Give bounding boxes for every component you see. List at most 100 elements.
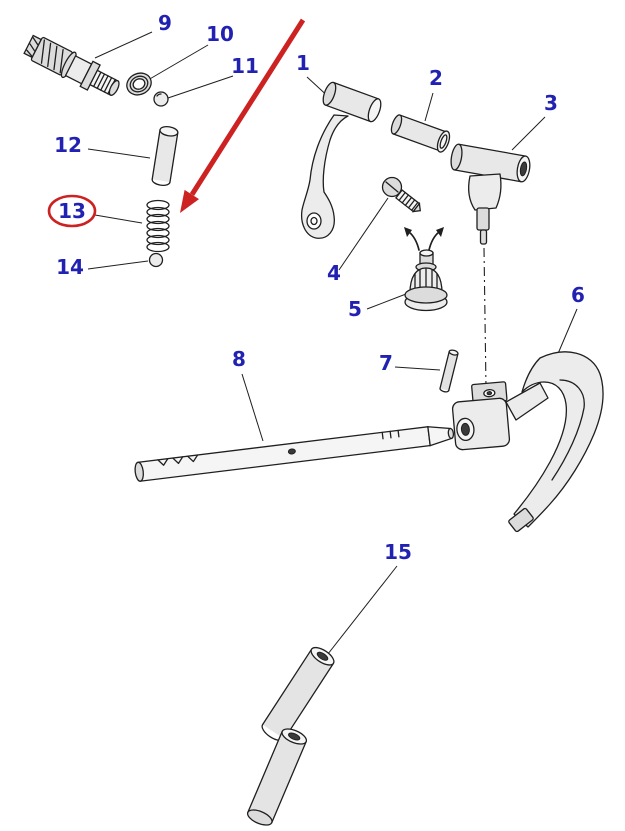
- part-5-detent-plunger: [404, 249, 448, 312]
- leader-line-7: [394, 366, 441, 371]
- motion-arrows: [404, 227, 444, 251]
- leader-line-3: [511, 116, 546, 151]
- part-label-13: 13: [58, 199, 86, 223]
- lever-foot-hole-inner: [310, 216, 318, 226]
- tube-body: [262, 649, 334, 739]
- part-label-11: 11: [231, 54, 259, 78]
- screw-slot: [385, 181, 399, 193]
- part-6-selector-fork: [451, 351, 604, 533]
- callout-arrow: [180, 18, 306, 213]
- washer-bore: [132, 78, 146, 90]
- leader-line-2: [424, 92, 434, 122]
- rail-left-cap: [134, 461, 144, 482]
- motion-arrow-right-head: [436, 227, 444, 237]
- part-1-gear-lever: [300, 81, 382, 239]
- boss-bore-hole: [460, 422, 470, 436]
- part-label-3: 3: [544, 91, 558, 115]
- tube-top-edge: [399, 114, 448, 133]
- tube-top-bore: [288, 732, 301, 741]
- part-label-10: 10: [206, 22, 234, 46]
- leader-line-9: [94, 31, 153, 59]
- tube-side-right: [271, 740, 307, 824]
- plunger-stem-cap: [419, 249, 434, 257]
- tube-body: [247, 731, 307, 823]
- motion-arrow-left: [408, 231, 420, 251]
- part-10-seal-washer: [126, 72, 152, 96]
- tube-top-bore: [316, 651, 329, 661]
- part-7-roll-pin: [439, 349, 459, 393]
- spacer-tube-upper: [261, 646, 335, 742]
- rail-notches: [157, 454, 199, 466]
- cross-tube-left-cap: [450, 143, 463, 171]
- rail-groove-ticks: [381, 429, 400, 440]
- washer-rim: [129, 75, 149, 93]
- fork-inner-slot-line: [551, 379, 585, 481]
- roll-pin-side-left: [439, 350, 450, 389]
- part-label-1: 1: [296, 51, 310, 75]
- motion-arrow-left-head: [404, 227, 412, 237]
- pin-top-cap: [159, 125, 179, 137]
- hub-top-edge: [332, 81, 380, 100]
- rail-body: [137, 426, 431, 482]
- spring-coil: [146, 213, 170, 225]
- leader-line-15: [323, 565, 398, 660]
- part-12-plunger-pin: [151, 125, 179, 186]
- spring-coil: [146, 227, 170, 239]
- leader-line-11: [167, 75, 234, 99]
- cross-tube-top: [458, 143, 527, 157]
- leader-line-5: [366, 293, 407, 310]
- motion-arrow-right: [428, 231, 440, 251]
- fork-web: [505, 382, 549, 421]
- leader-line-8: [241, 373, 264, 442]
- part-11-ball: [153, 91, 169, 107]
- tube-left-cap: [390, 114, 403, 135]
- tube-bottom-cap: [246, 809, 273, 826]
- assembly-axis-dashline: [483, 247, 487, 389]
- boot-base-top: [404, 286, 448, 304]
- leader-lines: [87, 31, 578, 660]
- spring-coil: [146, 220, 170, 232]
- part-label-8: 8: [232, 347, 246, 371]
- clevis-cross-tube: [450, 143, 531, 183]
- part-label-14: 14: [56, 255, 84, 279]
- clevis-pin-tip: [479, 229, 488, 245]
- tube-side-left: [247, 730, 283, 814]
- shank-tip: [411, 201, 422, 213]
- part-3-clevis-link: [450, 143, 531, 389]
- hub-bottom-edge: [324, 104, 372, 123]
- part-label-9: 9: [158, 11, 172, 35]
- spacer-tube-lower: [246, 728, 308, 826]
- part-2-bushing-tube: [390, 114, 451, 153]
- foot-pad-body: [508, 507, 534, 533]
- fork-foot-pad: [508, 507, 534, 533]
- part-9-switch-assembly: [23, 34, 120, 96]
- roll-pin-bottom-arc: [439, 387, 450, 393]
- part-13-highlight-ring: [47, 194, 97, 228]
- callout-arrow-shaft: [189, 18, 306, 196]
- leader-line-12: [87, 148, 151, 159]
- spline-teeth-hatching: [26, 37, 39, 57]
- pin-bottom-arc: [151, 178, 171, 186]
- roll-pin-side-right: [448, 353, 459, 392]
- part-label-2: 2: [429, 66, 443, 90]
- leader-line-6: [556, 308, 578, 357]
- leader-line-14: [87, 260, 149, 270]
- lever-foot-hole: [306, 212, 322, 230]
- knurl-hatching: [40, 39, 64, 74]
- hub-left-cap: [322, 81, 337, 106]
- tube-bore: [439, 134, 448, 149]
- ball-highlight: [156, 93, 162, 97]
- spring-coil: [146, 241, 170, 253]
- roll-pin-body: [440, 351, 458, 391]
- tube-bottom-edge: [392, 133, 441, 152]
- screw-shank: [395, 189, 422, 213]
- pin-side-left: [151, 129, 161, 180]
- roll-pin-top-cap: [448, 349, 459, 356]
- part-8-selector-rail: [134, 426, 455, 482]
- part-4-set-screw: [381, 176, 422, 213]
- part-15-spacer-tubes: [246, 646, 335, 826]
- tube-body: [393, 115, 447, 151]
- leader-line-4: [338, 197, 389, 271]
